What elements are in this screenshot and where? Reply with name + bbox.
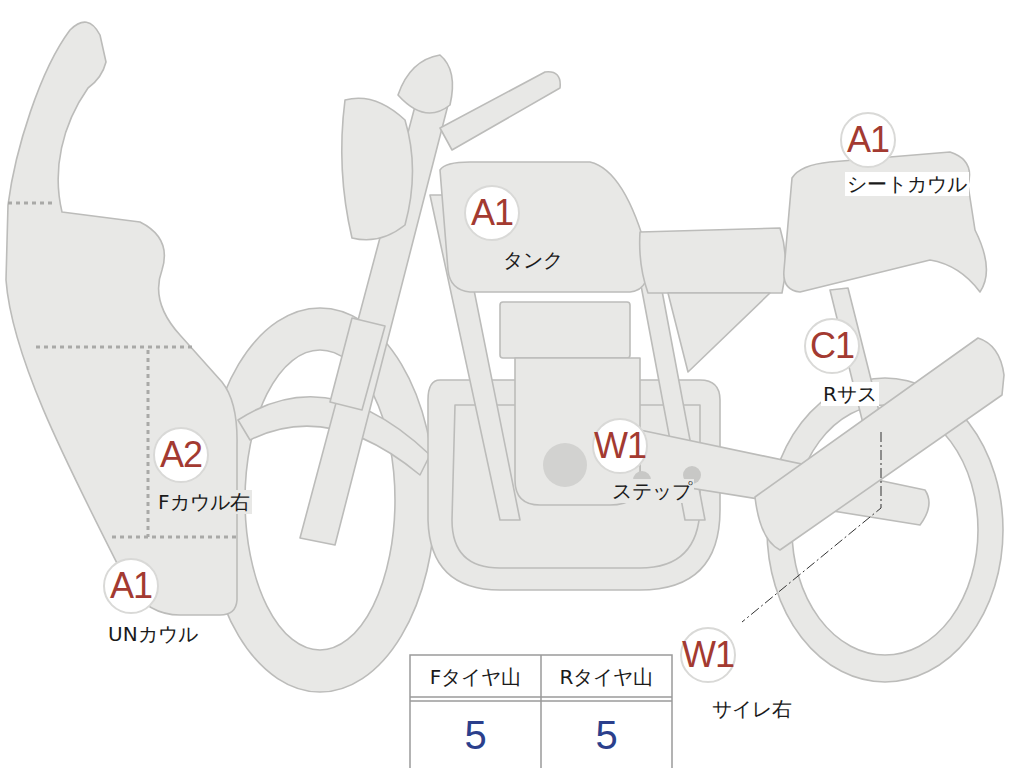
callout-code: A2 xyxy=(160,437,202,473)
table-rule xyxy=(540,655,542,768)
engine-cover xyxy=(543,443,587,487)
table-value: 5 xyxy=(410,705,541,765)
seat-cowl xyxy=(784,152,987,292)
front-fork xyxy=(300,95,448,545)
callout-code: A1 xyxy=(110,568,152,604)
seat xyxy=(640,228,786,293)
callout: A1 シートカウル xyxy=(840,112,969,196)
part-name: ステップ xyxy=(610,479,694,503)
callout-circle: W1 xyxy=(592,418,648,474)
front-cowl xyxy=(6,22,237,615)
fork-guard xyxy=(330,318,385,410)
callout-code: A1 xyxy=(847,122,889,158)
meter xyxy=(398,55,452,113)
cowl-section-line xyxy=(8,202,52,205)
callout: W1 ステップ xyxy=(592,418,694,503)
callout: A2Fカウル右 xyxy=(153,427,252,514)
handlebar xyxy=(440,72,560,150)
callout: A1 タンク xyxy=(464,185,565,272)
callout-circle: A1 xyxy=(464,185,520,241)
part-name: サイレ右 xyxy=(710,697,794,721)
callout-circle: A1 xyxy=(840,112,896,168)
callout-circle: W1 xyxy=(680,627,736,683)
callout-code: A1 xyxy=(471,195,513,231)
part-name: Fカウル右 xyxy=(156,490,252,514)
callout: A1UNカウル xyxy=(103,558,200,646)
fuel-tank xyxy=(440,162,649,292)
callout-circle: C1 xyxy=(804,318,860,374)
table-value: 5 xyxy=(541,705,672,765)
cowl-section-line xyxy=(36,346,192,349)
part-name: タンク xyxy=(501,248,565,272)
headlight xyxy=(342,98,413,240)
part-name: Rサス xyxy=(821,382,879,406)
table-header: Fタイヤ山 xyxy=(410,658,541,696)
side-cover xyxy=(668,293,770,372)
part-name: シートカウル xyxy=(845,172,969,196)
engine-head xyxy=(500,302,630,358)
cowl-section-line xyxy=(112,536,236,539)
callout-circle: A2 xyxy=(153,427,209,483)
table-header: Rタイヤ山 xyxy=(541,658,672,696)
callout-code: W1 xyxy=(594,428,646,464)
callout-circle: A1 xyxy=(103,558,159,614)
leader-line xyxy=(742,432,881,622)
part-name: UNカウル xyxy=(106,622,200,646)
callout-code: C1 xyxy=(810,328,854,364)
tread-table xyxy=(410,655,672,768)
muffler xyxy=(755,338,1004,550)
cowl-section-line xyxy=(147,350,150,537)
callout-code: W1 xyxy=(682,637,734,673)
callout: C1Rサス xyxy=(804,318,879,406)
callout: W1 サイレ右 xyxy=(680,627,794,721)
